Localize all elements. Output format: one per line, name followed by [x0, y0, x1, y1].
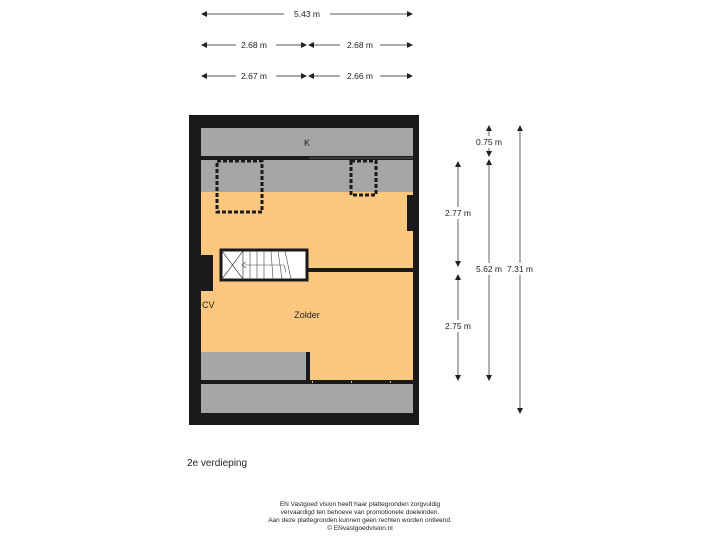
dim-label-upper-depth: 2.77 m	[445, 208, 471, 218]
dimension-total-width: 5.43 m	[201, 8, 413, 20]
floor-name: 2e verdieping	[187, 458, 248, 469]
dim-label-lower-left: 2.67 m	[241, 71, 267, 81]
dim-label-total-width: 5.43 m	[294, 9, 320, 19]
room-label-zolder: Zolder	[294, 310, 320, 320]
dimension-inner-depth: 5.62 m	[471, 159, 507, 381]
disclaimer-line-2: vervaardigd ten behoeve van promotionele…	[280, 509, 440, 516]
disclaimer: EN Vastgoed vision heeft haar plattegron…	[150, 501, 570, 533]
disclaimer-line-4: © ENvastgoedvision.nl	[327, 525, 393, 532]
dim-label-inner-depth: 5.62 m	[476, 264, 502, 274]
interior-wall-right	[306, 268, 413, 272]
disclaimer-line-1: EN Vastgoed vision heeft haar plattegron…	[279, 501, 441, 508]
dimension-strip-height: 0.75 m	[470, 125, 508, 157]
dimension-lower-left: 2.67 m	[201, 70, 307, 82]
bottom-partition-wall	[201, 380, 413, 384]
dimension-upper-depth: 2.77 m	[440, 161, 476, 267]
right-wall-stub	[407, 195, 413, 231]
zolder-floor-extension	[306, 352, 413, 380]
bottom-partition-stub	[306, 352, 310, 383]
room-label-k: K	[304, 138, 310, 148]
low-ceiling-band-top	[201, 160, 413, 192]
dimension-lower-right: 2.66 m	[308, 70, 413, 82]
dim-label-strip-height: 0.75 m	[476, 137, 502, 147]
disclaimer-line-3: Aan deze plattegronden kunnen geen recht…	[268, 517, 452, 524]
dimension-upper-left: 2.68 m	[201, 39, 307, 51]
dim-label-total-depth: 7.31 m	[507, 264, 533, 274]
dim-label-lower-depth: 2.75 m	[445, 321, 471, 331]
dim-label-upper-left: 2.68 m	[241, 40, 267, 50]
dimension-upper-right: 2.68 m	[308, 39, 413, 51]
staircase	[219, 248, 309, 282]
room-label-cv: CV	[202, 300, 215, 310]
dimension-lower-depth: 2.75 m	[440, 274, 476, 381]
bottom-storage-area	[201, 384, 413, 413]
low-ceiling-band-bottom	[201, 352, 306, 380]
skylight-right	[349, 159, 378, 197]
cv-chimney-block	[201, 255, 213, 291]
dimension-total-depth: 7.31 m	[502, 125, 538, 414]
k-partition-wall	[201, 156, 309, 160]
dim-label-lower-right: 2.66 m	[347, 71, 373, 81]
k-storage-area	[201, 128, 413, 156]
dim-label-upper-right: 2.68 m	[347, 40, 373, 50]
